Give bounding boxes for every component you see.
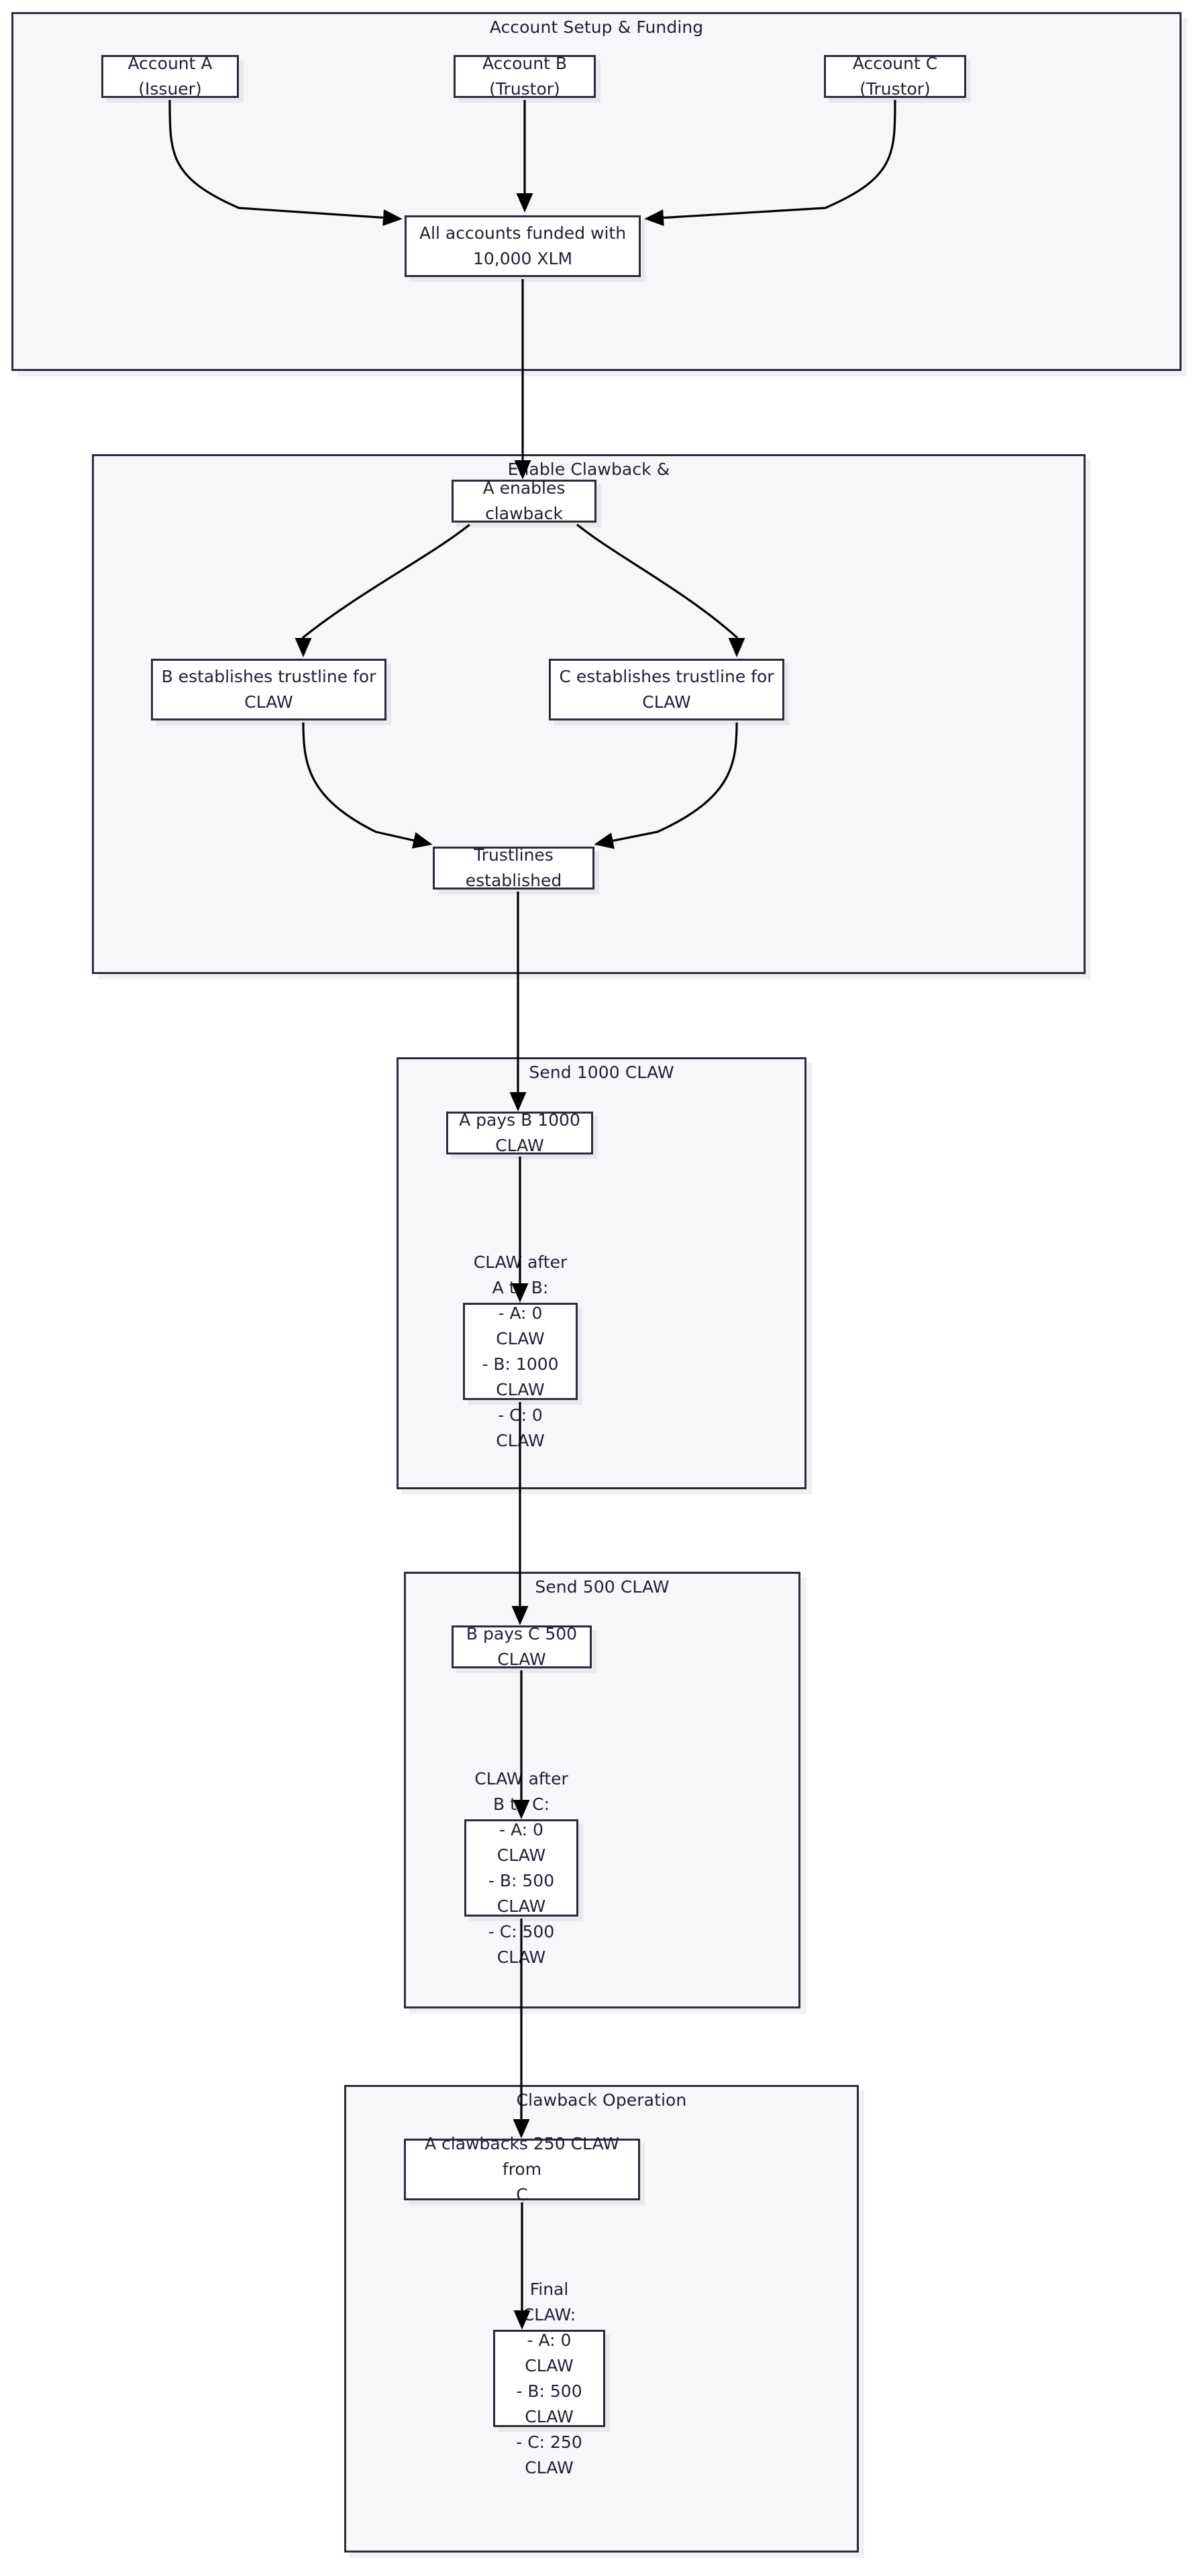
cluster-send-1000-label: Send 1000 CLAW bbox=[529, 1063, 674, 1082]
node-b-pays-c-label: B pays C 500 CLAW bbox=[466, 1624, 578, 1669]
node-account-a[interactable]: Account A (Issuer) bbox=[101, 54, 239, 99]
node-account-c-label: Account C (Trustor) bbox=[852, 54, 938, 99]
node-account-b-label: Account B (Trustor) bbox=[482, 54, 568, 99]
node-b-trustline[interactable]: B establishes trustline for CLAW bbox=[151, 659, 386, 720]
node-c-trustline-label: C establishes trustline for CLAW bbox=[559, 667, 774, 712]
node-trustlines-established-label: Trustlines established bbox=[465, 845, 562, 890]
node-b-pays-c[interactable]: B pays C 500 CLAW bbox=[452, 1624, 592, 1669]
cluster-enable-clawback-label: Enable Clawback & bbox=[507, 460, 670, 479]
node-all-funded-label: All accounts funded with 10,000 XLM bbox=[419, 223, 627, 268]
node-a-pays-b-label: A pays B 1000 CLAW bbox=[459, 1110, 580, 1155]
node-account-a-label: Account A (Issuer) bbox=[127, 54, 213, 99]
cluster-send-500-label: Send 500 CLAW bbox=[535, 1577, 670, 1597]
node-claw-after-a-to-b-label: CLAW after A to B: - A: 0 CLAW - B: 1000… bbox=[473, 1252, 568, 1450]
node-a-clawbacks[interactable]: A clawbacks 250 CLAW from C bbox=[404, 2134, 640, 2204]
node-a-clawbacks-label: A clawbacks 250 CLAW from C bbox=[425, 2134, 619, 2204]
node-a-enables-clawback[interactable]: A enables clawback bbox=[452, 478, 596, 523]
node-claw-after-b-to-c[interactable]: CLAW after B to C: - A: 0 CLAW - B: 500 … bbox=[464, 1769, 578, 1967]
node-all-funded[interactable]: All accounts funded with 10,000 XLM bbox=[405, 215, 641, 277]
cluster-clawback-operation-label: Clawback Operation bbox=[516, 2090, 687, 2110]
node-account-c[interactable]: Account C (Trustor) bbox=[824, 54, 966, 99]
node-final-claw-label: Final CLAW: - A: 0 CLAW - B: 500 CLAW - … bbox=[516, 2279, 582, 2477]
node-c-trustline[interactable]: C establishes trustline for CLAW bbox=[549, 659, 784, 720]
node-claw-after-a-to-b[interactable]: CLAW after A to B: - A: 0 CLAW - B: 1000… bbox=[463, 1252, 578, 1450]
node-final-claw[interactable]: Final CLAW: - A: 0 CLAW - B: 500 CLAW - … bbox=[493, 2279, 605, 2477]
node-a-pays-b[interactable]: A pays B 1000 CLAW bbox=[446, 1110, 593, 1155]
cluster-account-setup-label: Account Setup & Funding bbox=[489, 17, 704, 37]
node-account-b[interactable]: Account B (Trustor) bbox=[454, 54, 596, 99]
node-trustlines-established[interactable]: Trustlines established bbox=[433, 845, 594, 890]
node-claw-after-b-to-c-label: CLAW after B to C: - A: 0 CLAW - B: 500 … bbox=[474, 1768, 568, 1967]
node-b-trustline-label: B establishes trustline for CLAW bbox=[161, 667, 376, 712]
node-a-enables-clawback-label: A enables clawback bbox=[482, 478, 566, 523]
